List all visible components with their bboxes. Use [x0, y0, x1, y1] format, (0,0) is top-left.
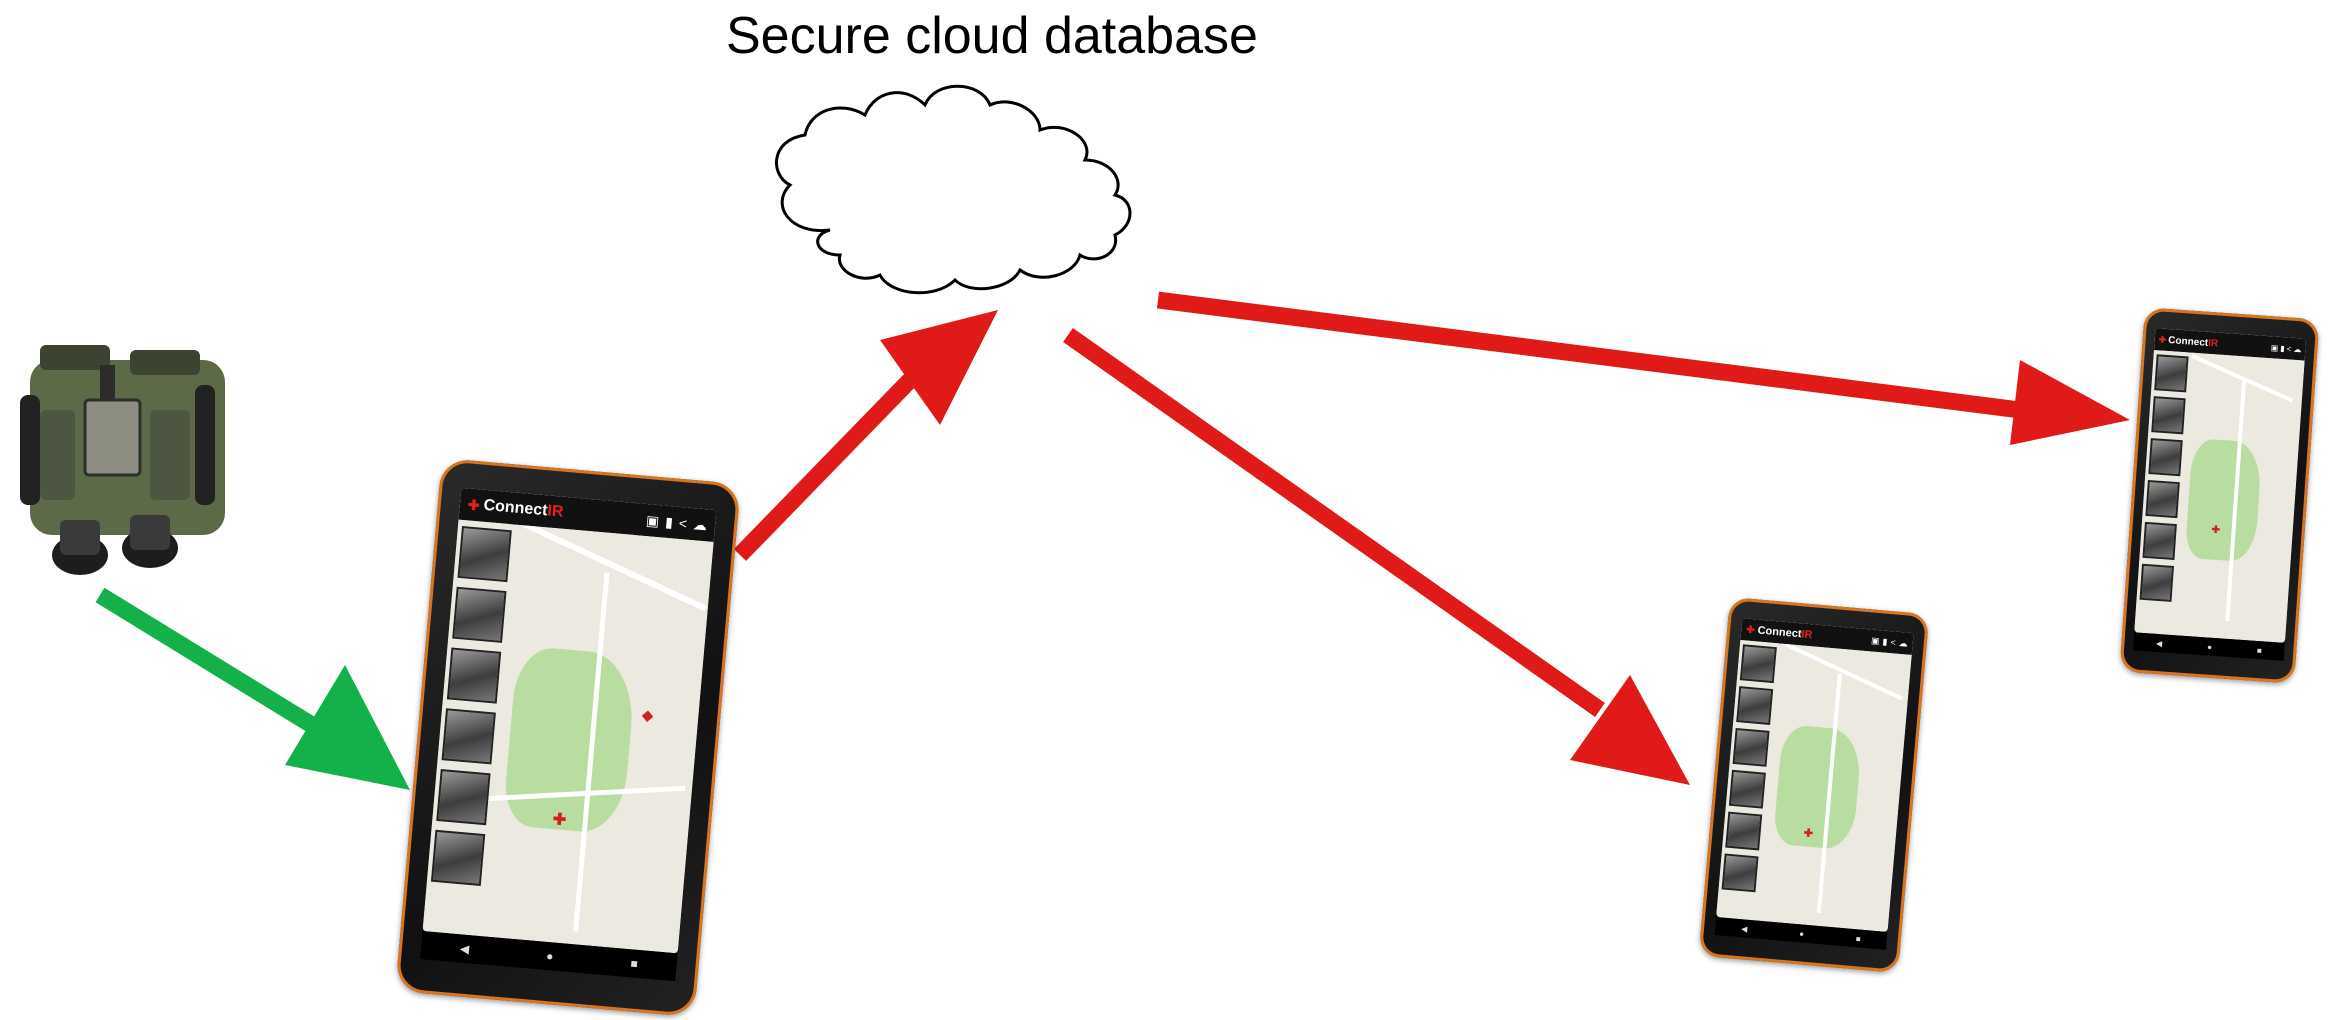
phone-screen: ✚ ConnectIR ▣ ▮ < ☁ ✚ ◆ [422, 487, 717, 954]
map-view[interactable]: ✚ [2134, 350, 2305, 643]
location-marker-icon[interactable]: ◆ [641, 706, 654, 724]
map-view[interactable]: ✚ [1716, 640, 1912, 932]
thermal-thumbnail[interactable] [1725, 811, 1763, 851]
thermal-thumbnail[interactable] [2151, 396, 2186, 435]
delete-icon[interactable]: ▮ [664, 513, 674, 530]
share-icon[interactable]: < [2286, 343, 2292, 354]
thermal-thumbnail[interactable] [1732, 727, 1770, 767]
thermal-thumbnail[interactable] [441, 708, 496, 765]
thermal-thumbnail[interactable] [2145, 479, 2180, 519]
home-icon[interactable]: ● [545, 948, 555, 964]
maple-leaf-icon: ✚ [467, 495, 481, 513]
cloud-icon [775, 84, 1132, 295]
map-view[interactable]: ✚ ◆ [422, 519, 714, 954]
recents-icon[interactable]: ■ [629, 956, 639, 971]
app-title: ConnectIR [1757, 624, 1813, 642]
delete-icon[interactable]: ▮ [2280, 343, 2286, 353]
thermal-thumbnail[interactable] [457, 525, 512, 583]
location-marker-icon[interactable]: ✚ [2211, 524, 2221, 537]
back-icon[interactable]: ◀ [1740, 923, 1748, 934]
thermal-thumbnail[interactable] [2142, 521, 2177, 561]
gallery-icon[interactable]: ▣ [645, 511, 661, 529]
thermal-thumbnail[interactable] [2139, 563, 2174, 602]
back-icon[interactable]: ◀ [459, 941, 470, 957]
diagram-title: Secure cloud database [726, 7, 1258, 65]
maple-leaf-icon: ✚ [2158, 333, 2167, 345]
app-title: ConnectIR [482, 496, 565, 521]
source-phone: ✚ ConnectIR ▣ ▮ < ☁ ✚ ◆ [395, 457, 741, 1018]
thermal-thumbnail[interactable] [1728, 769, 1766, 809]
phone-screen: ✚ ConnectIR ▣ ▮ < ☁ ✚ [2134, 328, 2307, 643]
recents-icon[interactable]: ■ [1855, 933, 1862, 944]
cloud-upload-icon[interactable]: ☁ [692, 515, 708, 533]
thermal-thumbnail[interactable] [2154, 354, 2189, 393]
receiver-phone-2: ✚ ConnectIR ▣ ▮ < ☁ ✚ ◀ [2119, 307, 2320, 684]
thermal-thumbnail[interactable] [446, 647, 502, 704]
thermal-thumbnail[interactable] [1739, 644, 1777, 684]
receiver-phone-1: ✚ ConnectIR ▣ ▮ < ☁ ✚ ◀ [1698, 596, 1930, 974]
arrow-cloud-to-phone-2 [1156, 291, 2130, 445]
thermal-thumbnail[interactable] [1721, 853, 1759, 893]
arrow-phone-to-cloud [733, 310, 998, 561]
arrow-binoculars-to-phone [95, 587, 410, 790]
location-marker-icon[interactable]: ✚ [552, 811, 567, 830]
thermal-binoculars-icon [20, 345, 225, 575]
recents-icon[interactable]: ■ [2256, 645, 2263, 655]
gallery-icon[interactable]: ▣ [2270, 342, 2279, 353]
gallery-icon[interactable]: ▣ [1870, 634, 1881, 646]
delete-icon[interactable]: ▮ [1882, 635, 1888, 647]
thermal-thumbnail[interactable] [2148, 438, 2183, 477]
phone-screen: ✚ ConnectIR ▣ ▮ < ☁ ✚ [1716, 618, 1914, 932]
home-icon[interactable]: ● [2206, 642, 2213, 652]
location-marker-icon[interactable]: ✚ [1803, 827, 1814, 841]
cloud-upload-icon[interactable]: ☁ [2293, 344, 2302, 354]
back-icon[interactable]: ◀ [2155, 638, 2163, 648]
thermal-thumbnail[interactable] [1736, 686, 1774, 725]
cloud-upload-icon[interactable]: ☁ [1898, 637, 1909, 649]
share-icon[interactable]: < [1890, 636, 1897, 648]
thermal-thumbnail[interactable] [452, 586, 507, 643]
thermal-thumbnail[interactable] [430, 829, 486, 886]
maple-leaf-icon: ✚ [1745, 624, 1756, 636]
share-icon[interactable]: < [678, 514, 688, 532]
arrow-cloud-to-phone-1 [1063, 328, 1690, 785]
app-title: ConnectIR [2167, 334, 2219, 350]
thermal-thumbnail[interactable] [436, 769, 491, 826]
home-icon[interactable]: ● [1798, 928, 1805, 939]
